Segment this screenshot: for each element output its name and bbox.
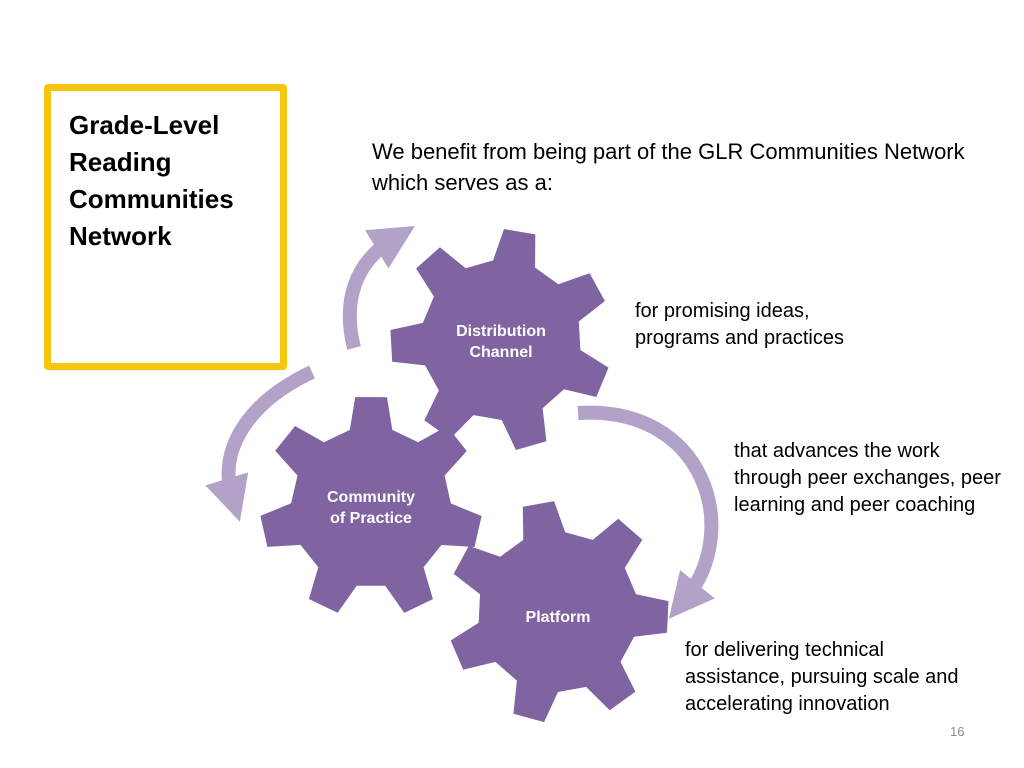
platform-description: for delivering technical assistance, pur…: [685, 639, 959, 715]
distribution-channel-description: for promising ideas, programs and practi…: [635, 300, 844, 349]
community-of-practice-description: that advances the work through peer exch…: [734, 440, 1001, 516]
cycle-arrow-left: [205, 365, 315, 522]
platform-gear: [450, 501, 669, 723]
slide-title: Grade-Level Reading Communities Network: [69, 110, 234, 251]
page-number: 16: [950, 724, 965, 739]
intro-text: We benefit from being part of the GLR Co…: [372, 139, 965, 195]
cycle-arrow-right: [577, 405, 719, 619]
gear-label-community-line2: of Practice: [330, 510, 412, 527]
distribution-channel-gear: [390, 229, 609, 450]
gear-label-distribution-line2: Channel: [469, 344, 532, 361]
title-box: Grade-Level Reading Communities Network: [44, 84, 287, 370]
gear-label-platform: Platform: [526, 609, 591, 626]
cycle-arrow-top: [342, 225, 415, 350]
gear-label-distribution-line1: Distribution: [456, 323, 546, 340]
community-of-practice-gear: [260, 397, 482, 613]
gear-label-community-line1: Community: [327, 489, 415, 506]
